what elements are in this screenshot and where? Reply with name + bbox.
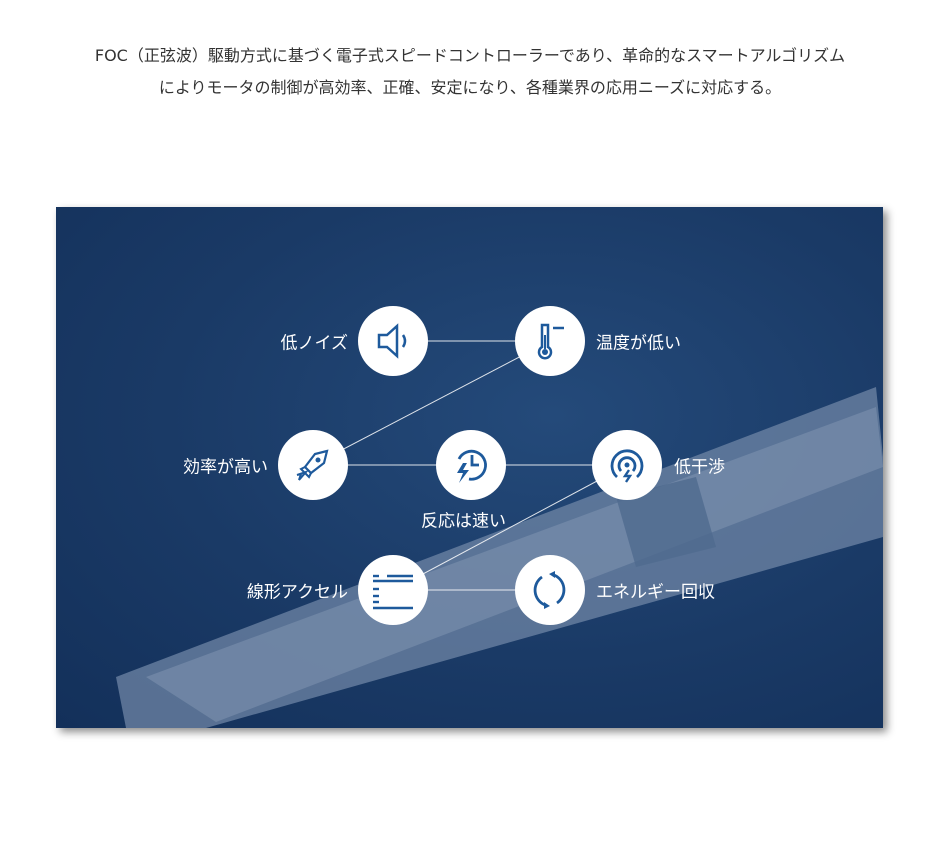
high-efficiency-label: 効率が高い [183,457,268,478]
low-noise-node [358,306,428,376]
clock-lightning-icon [457,449,487,483]
intro-text: FOC（正弦波）駆動方式に基づく電子式スピードコントローラーであり、革命的なスマ… [0,40,940,104]
linear-lines-icon [373,574,413,610]
intro-line-2: によりモータの制御が高効率、正確、安定になり、各種業界の応用ニーズに対応する。 [158,78,782,97]
fast-response-label: 反応は速い [421,511,506,532]
energy-recovery-node [515,555,585,625]
ship-background [116,340,883,728]
low-interference-node [592,430,662,500]
linear-accel-node [358,555,428,625]
low-temp-node [515,306,585,376]
intro-line-1: FOC（正弦波）駆動方式に基づく電子式スピードコントローラーであり、革命的なスマ… [94,46,846,65]
high-efficiency-node [278,430,348,500]
speaker-icon [377,323,407,359]
thermometer-icon [537,323,564,360]
linear-accel-label: 線形アクセル [246,582,348,603]
feature-panel: 低ノイズ 温度が低い 効率が高い 反応は速い 低干渉 線形アクセル エネルギー回… [56,207,883,728]
signal-interference-icon [610,449,644,483]
low-noise-label: 低ノイズ [280,333,349,354]
low-interference-label: 低干渉 [674,457,725,478]
rocket-icon [296,449,329,481]
recycle-arrows-icon [533,571,566,609]
energy-recovery-label: エネルギー回収 [596,582,715,603]
low-temp-label: 温度が低い [596,333,681,354]
fast-response-node [436,430,506,500]
